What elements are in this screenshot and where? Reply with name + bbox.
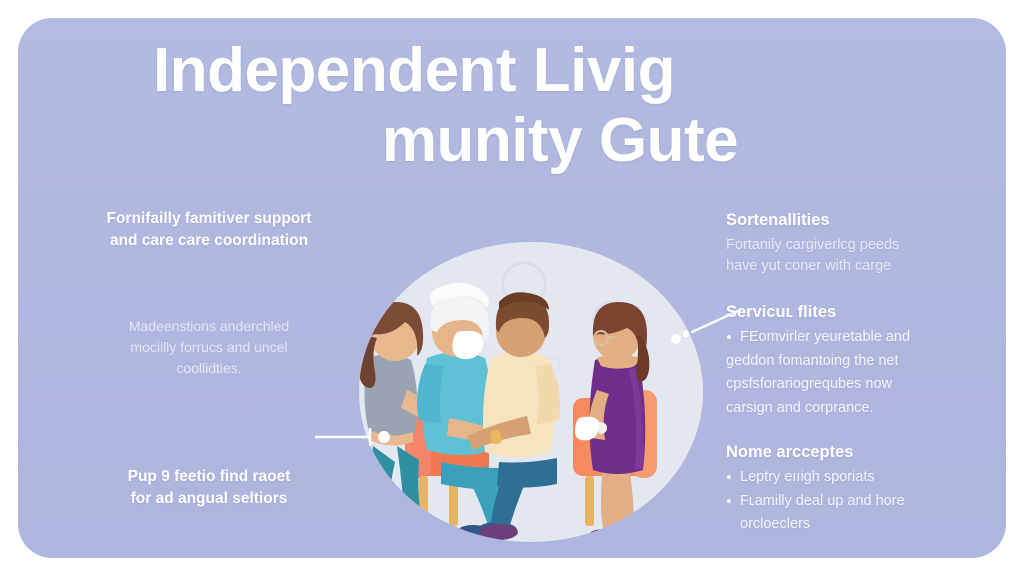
list-item: geddon fomantoing the net xyxy=(726,352,899,369)
list-item: cpsfsforariogrequbes now xyxy=(726,376,893,393)
shoe xyxy=(360,533,394,542)
shoe xyxy=(588,529,622,542)
list-item: Fʟamilly deal up and hore xyxy=(726,491,978,512)
right-block-1-heading: Sortenallities xyxy=(726,211,830,229)
title-line-1: Independent Livig xyxy=(153,36,675,105)
right-block-1-body-line-2: have yut coner with carge xyxy=(726,257,892,274)
left-block-1-line-2: and care care coordination xyxy=(109,232,309,250)
list-item: Leptry eııigh sporiats xyxy=(726,467,978,488)
right-text-block-1: Sortenallities Fortanily cargiverlcg pee… xyxy=(726,210,978,276)
left-block-1-line-1: Fornifailly famitiver support xyxy=(106,210,312,227)
page-title: Independent Livig munity Gute xyxy=(18,40,1006,172)
list-item: FEomvirler yeuretable and xyxy=(726,327,978,348)
left-block-3-line-1: Pup 9 feetio find raoet xyxy=(127,468,291,485)
right-text-block-3: Nome arcceptes Leptry eııigh sporiats Fʟ… xyxy=(726,442,978,538)
face-mask xyxy=(452,330,484,360)
shoe xyxy=(480,524,518,540)
glasses-icon xyxy=(593,330,615,346)
right-block-1-body-line-1: Fortanily cargiverlcg peeds xyxy=(726,237,900,254)
shoe xyxy=(618,527,652,541)
list-item: carsign and corprance. xyxy=(726,399,874,416)
left-text-block-2: Madeenstions anderchled mociilly forrucs… xyxy=(78,316,340,379)
right-text-block-2: Servicuʟ flites FEomvirler yeuretable an… xyxy=(726,302,978,421)
right-block-3-heading: Nome arcceptes xyxy=(726,443,854,461)
figure-seated-man-right xyxy=(467,292,560,540)
left-block-2-line-1: Madeenstions anderchled xyxy=(128,318,290,334)
left-block-2-line-3: coollidties. xyxy=(176,360,242,376)
right-block-2-bullets: FEomvirler yeuretable and geddon fomanto… xyxy=(726,327,978,418)
list-item-continuation: orcloeclers xyxy=(740,516,811,533)
left-block-3-line-2: for ad angual seltiors xyxy=(130,490,288,508)
left-text-block-3: Pup 9 feetio find raoet for ad angual se… xyxy=(64,466,354,511)
community-care-illustration xyxy=(345,240,717,552)
infographic-card: Independent Livig munity Gute xyxy=(18,18,1006,558)
left-pointer-line xyxy=(314,424,400,450)
cup-icon xyxy=(575,416,607,441)
right-pointer-line xyxy=(671,306,758,344)
bubble-icon xyxy=(390,502,416,528)
figure-standing-woman-right xyxy=(575,302,652,542)
right-block-3-bullets: Leptry eııigh sporiats Fʟamilly deal up … xyxy=(726,467,978,535)
right-block-2-heading: Servicuʟ flites xyxy=(726,303,837,321)
shoe xyxy=(398,533,432,542)
left-block-2-line-2: mociilly forrucs and uncel xyxy=(130,339,288,355)
left-text-block-1: Fornifailly famitiver support and care c… xyxy=(64,208,354,253)
title-line-2: munity Gute xyxy=(381,106,739,175)
